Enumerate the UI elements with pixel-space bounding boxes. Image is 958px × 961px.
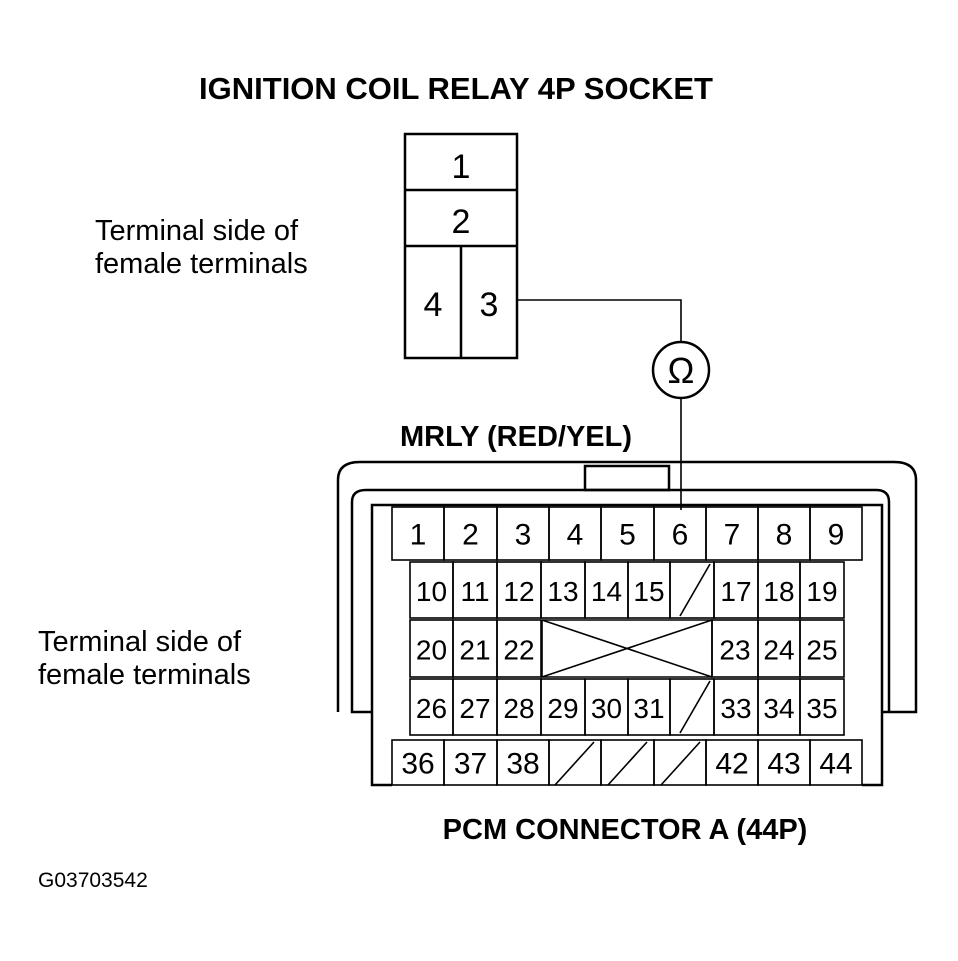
pcm-cell [496,619,542,678]
pcm-blank-markers [541,563,713,786]
relay-side-label-line2: female terminals [95,248,308,280]
pcm-terminal-3: 3 [515,519,532,552]
relay-terminal-3: 3 [480,286,499,324]
pcm-cell [669,561,715,619]
pcm-terminal-8: 8 [776,519,793,552]
figure-code: G03703542 [38,869,148,892]
pcm-terminal-35: 35 [806,693,837,724]
pcm-terminal-28: 28 [503,693,534,724]
wire-label: MRLY (RED/YEL) [400,421,632,453]
pcm-terminal-22: 22 [503,635,534,666]
pcm-terminal-33: 33 [720,693,751,724]
ohmmeter-leads: Ω [517,299,711,510]
pcm-terminal-4: 4 [567,519,584,552]
pcm-terminal-29: 29 [547,693,578,724]
pcm-terminal-37: 37 [454,748,487,781]
pcm-terminal-38: 38 [506,748,539,781]
pcm-terminal-44: 44 [819,748,852,781]
pcm-cell [669,678,715,736]
ohmmeter-icon [651,340,711,400]
relay-terminal-4: 4 [424,286,443,324]
pcm-terminal-2: 2 [462,519,479,552]
pcm-terminal-18: 18 [763,576,794,607]
pcm-terminal-24: 24 [763,635,794,666]
pcm-cell [809,739,863,786]
pcm-cell [799,619,845,678]
relay-socket: 1 2 4 3 [403,132,519,360]
pcm-terminal-6: 6 [672,519,689,552]
pcm-terminal-20: 20 [416,635,447,666]
pcm-terminal-34: 34 [763,693,794,724]
pcm-terminal-19: 19 [806,576,837,607]
pcm-cell [653,739,707,786]
pcm-terminal-15: 15 [633,576,664,607]
pcm-terminal-23: 23 [719,635,750,666]
pcm-terminal-30: 30 [591,693,622,724]
pcm-terminal-5: 5 [619,519,636,552]
relay-terminal-1: 1 [452,148,471,186]
pcm-terminal-14: 14 [591,576,622,607]
pcm-connector-label: PCM CONNECTOR A (44P) [443,814,808,846]
pcm-terminal-21: 21 [459,635,490,666]
pcm-side-label-line2: female terminals [38,659,251,691]
pcm-cell [809,506,863,561]
pcm-terminal-36: 36 [401,748,434,781]
pcm-terminal-7: 7 [724,519,741,552]
pcm-terminal-12: 12 [503,576,534,607]
pcm-terminal-43: 43 [767,748,800,781]
pcm-terminal-13: 13 [547,576,578,607]
pcm-terminal-25: 25 [806,635,837,666]
pcm-terminal-26: 26 [416,693,447,724]
relay-side-label-line1: Terminal side of [95,215,299,247]
pcm-cell [799,678,845,736]
pcm-terminal-42: 42 [715,748,748,781]
pcm-terminal-10: 10 [416,576,447,607]
pcm-terminal-11: 11 [460,576,489,607]
pcm-connector-housing [336,460,918,787]
pcm-cell [799,561,845,619]
pcm-terminal-27: 27 [459,693,490,724]
diagram-title: IGNITION COIL RELAY 4P SOCKET [199,71,713,106]
pcm-terminal-9: 9 [828,519,845,552]
ohmmeter-symbol: Ω [668,350,695,391]
relay-terminal-2: 2 [452,203,471,241]
pcm-terminal-31: 31 [633,693,664,724]
pcm-terminal-17: 17 [720,576,751,607]
pcm-side-label-line1: Terminal side of [38,626,242,658]
pcm-terminal-1: 1 [410,519,427,552]
